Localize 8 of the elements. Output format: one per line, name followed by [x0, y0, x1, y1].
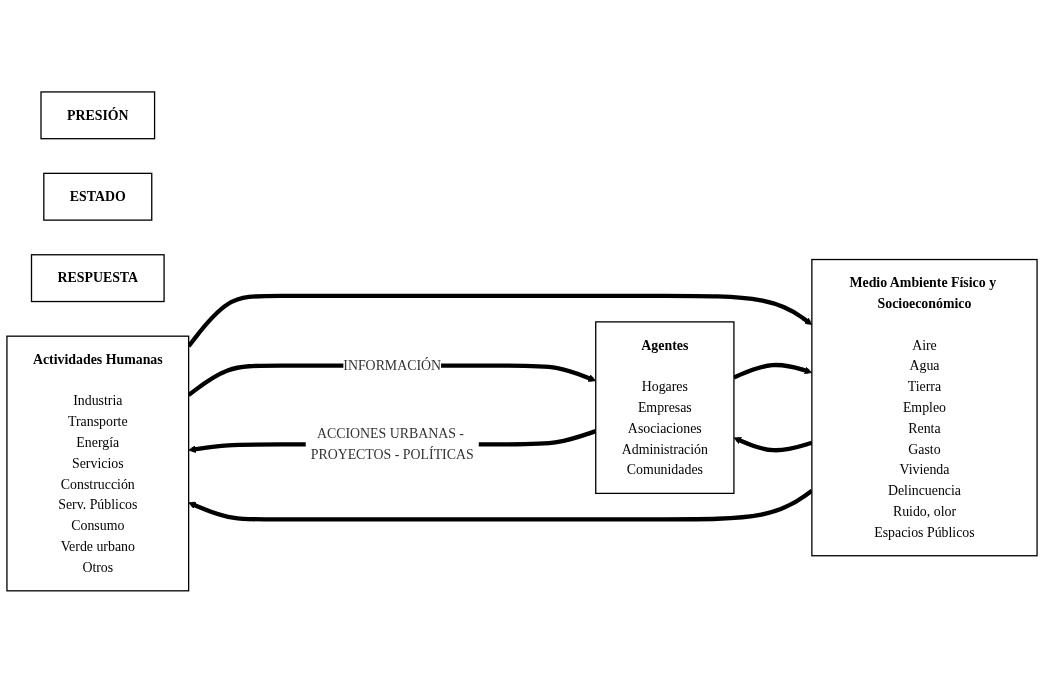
- node-box: RESPUESTA: [30, 253, 165, 302]
- edge-label: ACCIONES URBANAS - PROYECTOS - POLÍTICAS: [310, 425, 474, 462]
- node-box: PRESIÓN: [40, 90, 156, 139]
- node-box: Actividades Humanas Industria Transporte Energía Servicios Construcción Serv. Públicos Consumo Verde urbano Otros: [6, 335, 190, 592]
- node-box: Agentes Hogares Empresas Asociaciones Administración Comunidades: [595, 320, 735, 494]
- node-box: ESTADO: [43, 172, 153, 221]
- edge-label: INFORMACIÓN: [343, 357, 442, 373]
- node-box: Medio Ambiente Físico y Socioeconómico Aire Agua Tierra Empleo Renta Gasto Vivienda Delincuencia Ruido, olor Espacios Públicos: [811, 258, 1038, 556]
